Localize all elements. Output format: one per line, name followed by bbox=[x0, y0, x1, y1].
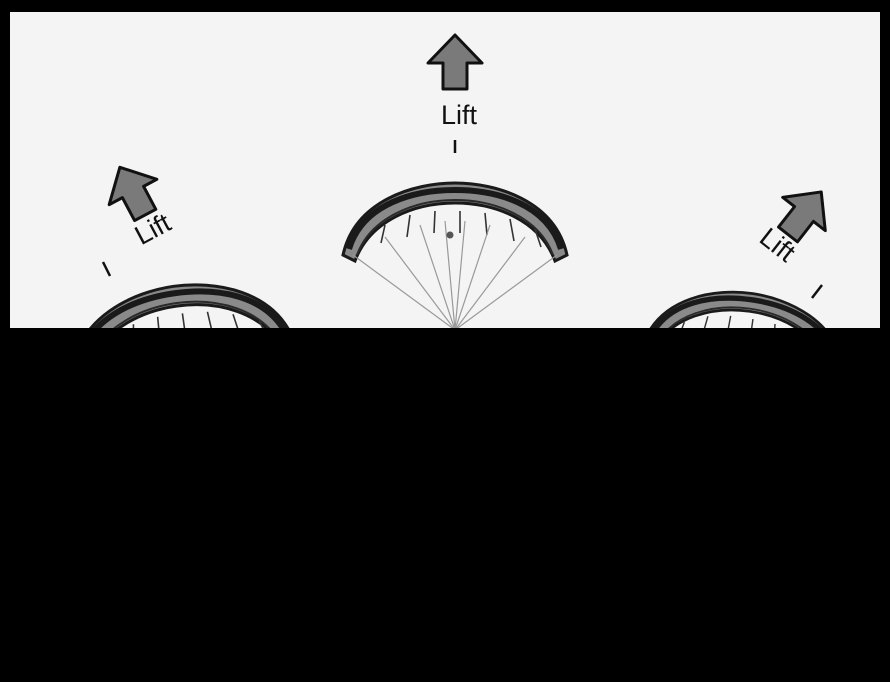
center-paraglider bbox=[343, 183, 567, 330]
up-arrow-icon bbox=[428, 35, 482, 89]
tick-left bbox=[103, 262, 110, 276]
lift-label-center: Lift bbox=[441, 100, 478, 130]
tick-right bbox=[812, 285, 822, 298]
redaction-block bbox=[6, 328, 890, 682]
